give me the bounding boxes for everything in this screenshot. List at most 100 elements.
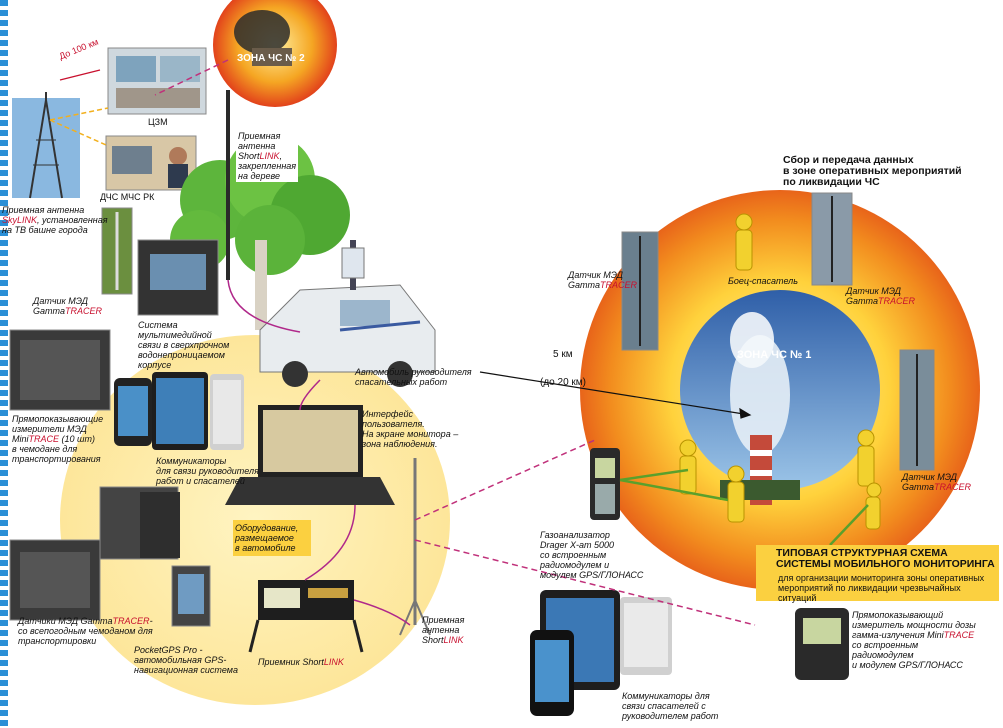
tower-antenna-line3: на ТВ башне города xyxy=(2,225,88,235)
mzd-r2-brand: TRACER xyxy=(878,296,916,306)
communicators-top-caption: Коммуникаторы для связи руководителя раб… xyxy=(156,456,259,486)
skylink-brand: SkyLINK xyxy=(2,215,38,225)
antenna-right xyxy=(399,458,431,636)
receiver-caption: Приемник ShortLINK xyxy=(258,657,344,667)
rescuer-figures xyxy=(679,213,882,530)
tree-antenna-line3: ShortLINK, xyxy=(238,151,296,161)
title-line3: для организации мониторинга зоны операти… xyxy=(778,573,985,583)
diagram-title-box: ТИПОВАЯ СТРУКТУРНАЯ СХЕМА СИСТЕМЫ МОБИЛЬ… xyxy=(756,545,999,603)
title-line1: ТИПОВАЯ СТРУКТУРНАЯ СХЕМА xyxy=(776,547,948,559)
mzd-left-caption: Датчик МЭД GammaTRACER xyxy=(33,296,102,316)
vehicle-line1: Автомобиль руководителя xyxy=(355,367,472,377)
multimedia-case xyxy=(137,239,219,316)
tower-antenna-line2: SkyLINK, установленная xyxy=(2,215,108,225)
dosimeters-brand-pre: Mini xyxy=(12,434,29,444)
vehicle-caption: Автомобиль руководителя спасательных раб… xyxy=(355,367,472,387)
communicators-bottom-caption: Коммуникаторы для связи спасателей с рук… xyxy=(622,691,718,721)
communicators-top xyxy=(114,372,244,450)
mzd-bottom-brand: TRACER xyxy=(112,616,150,626)
dosimeter-case xyxy=(9,329,111,411)
mzd-r3-brand: TRACER xyxy=(934,482,972,492)
tree-antenna-brand: LINK xyxy=(259,151,280,161)
radio-link-lines xyxy=(154,59,756,626)
minitrace-line6: и модулем GPS/ГЛОНАСС xyxy=(852,660,963,670)
vehicle-line2: спасательных работ xyxy=(355,377,448,387)
mzd-r1-line1: Датчик МЭД xyxy=(568,270,624,280)
dosimeters-case-caption: Прямопоказывающие измерители МЭД MiniTRA… xyxy=(12,414,103,464)
mzd-bottom-line2: со всепогодным чемоданом для xyxy=(18,626,153,636)
antenna-right-line2: антенна xyxy=(422,625,460,635)
mzd-bottom-pre: Датчики МЭД Gamma xyxy=(18,616,113,626)
minitrace-line4: со встроенным xyxy=(852,640,919,650)
antenna-right-caption: Приемная антенна ShortLINK xyxy=(422,615,464,645)
equipment-photos xyxy=(9,486,211,627)
mzd-r1-brand: TRACER xyxy=(600,280,638,290)
equipment-caption: Оборудование, размещаемое в автомобиле xyxy=(233,520,311,556)
zone-2-label: ЗОНА ЧС № 2 xyxy=(237,53,305,64)
mzd-r3-caption: Датчик МЭД GammaTRACER xyxy=(902,472,971,492)
communicators-bottom xyxy=(530,590,672,716)
magenta-cables xyxy=(227,279,411,626)
tree-antenna-caption: Приемная антенна ShortLINK, закрепленная… xyxy=(236,130,299,182)
communicators-top-line1: Коммуникаторы xyxy=(156,456,227,466)
tower-antenna-line2-text: , установленная xyxy=(37,215,108,225)
mzd-bottom-line1: Датчики МЭД GammaTRACER- xyxy=(18,616,153,626)
minitrace-line3-text: гамма-излучения Mini xyxy=(852,630,944,640)
mzd-r2-brand-pre: Gamma xyxy=(846,296,879,306)
antenna-right-brand: LINK xyxy=(443,635,464,645)
dosimeters-line3: MiniTRACE (10 шт) xyxy=(12,434,103,444)
multimedia-line4: водонепроницаемом xyxy=(138,350,225,360)
equipment-line2: размещаемое xyxy=(235,533,294,543)
tower-antenna-caption: Приемная антенна SkyLINK, установленная … xyxy=(2,205,108,235)
mzd-r2-line2: GammaTRACER xyxy=(846,296,915,306)
diagram-subtitle: для организации мониторинга зоны операти… xyxy=(778,573,999,603)
minitrace-line1: Прямопоказывающий xyxy=(852,610,944,620)
equipment-line3: в автомобиле xyxy=(235,543,296,553)
distance-5km-label: 5 км xyxy=(553,349,573,360)
collection-line3: по ликвидации ЧС xyxy=(783,176,880,188)
laptop-illustration xyxy=(225,405,395,505)
vehicle-illustration xyxy=(259,240,436,387)
multimedia-caption: Система мультимедийной связи в сверхпроч… xyxy=(138,320,229,370)
gas-analyzer-caption: Газоанализатор Drager X-am 5000 со встро… xyxy=(540,530,643,580)
interface-line3: На экране монитора – xyxy=(362,429,459,439)
multimedia-line3: связи в сверхпрочном xyxy=(138,340,230,350)
mzd-left-line1: Датчик МЭД xyxy=(33,296,89,306)
distance-20km-label: (до 20 км) xyxy=(540,377,586,388)
dosimeters-line1: Прямопоказывающие xyxy=(12,414,104,424)
receiver-brand: LINK xyxy=(323,657,344,667)
antenna-right-line1: Приемная xyxy=(422,615,465,625)
interface-line4: зона наблюдения. xyxy=(362,439,438,449)
gas-line3: со встроенным xyxy=(540,550,607,560)
mzd-r3-line1: Датчик МЭД xyxy=(902,472,958,482)
mzd-r1-line2: GammaTRACER xyxy=(568,280,637,290)
mzd-sensor-photos-right xyxy=(621,192,935,471)
pocketgps-line1: PocketGPS Pro - xyxy=(134,645,203,655)
mzd-r2-line1: Датчик МЭД xyxy=(846,286,902,296)
receiver-pre: Приемник Short xyxy=(258,657,324,667)
tree-antenna-comma: , xyxy=(279,151,283,161)
tree-antenna-line4: закрепленная xyxy=(238,161,297,171)
gas-line2: Drager X-am 5000 xyxy=(540,540,615,550)
title-line4: мероприятий по ликвидации чрезвычайных с… xyxy=(778,583,961,603)
yellow-link-lines xyxy=(49,107,109,146)
tree-antenna-line2: антенна xyxy=(238,141,276,151)
czm-label: ЦЗМ xyxy=(148,117,168,127)
minitrace-device xyxy=(795,608,849,680)
dchs-label: ДЧС МЧС РК xyxy=(100,192,155,202)
mzd-left-brand: TRACER xyxy=(65,306,103,316)
mzd-sensor-left xyxy=(101,207,133,295)
equipment-line1: Оборудование, xyxy=(235,523,299,533)
collection-line1: Сбор и передача данных xyxy=(783,154,914,166)
title-line2: СИСТЕМЫ МОБИЛЬНОГО МОНИТОРИНГА xyxy=(776,558,995,570)
tree-antenna-line5: на дереве xyxy=(238,171,280,181)
diagram-title: ТИПОВАЯ СТРУКТУРНАЯ СХЕМА СИСТЕМЫ МОБИЛЬ… xyxy=(776,548,995,570)
dosimeters-count: (10 шт) xyxy=(59,434,96,444)
mzd-r1-brand-pre: Gamma xyxy=(568,280,601,290)
gas-line4: радиомодулем и xyxy=(540,560,610,570)
antenna-right-brand-pre: Short xyxy=(422,635,444,645)
distance-arrows xyxy=(59,69,752,419)
mzd-left-brand-pre: Gamma xyxy=(33,306,66,316)
multimedia-line5: корпусе xyxy=(138,360,172,370)
communicators-bottom-line2: связи спасателей с xyxy=(622,701,706,711)
